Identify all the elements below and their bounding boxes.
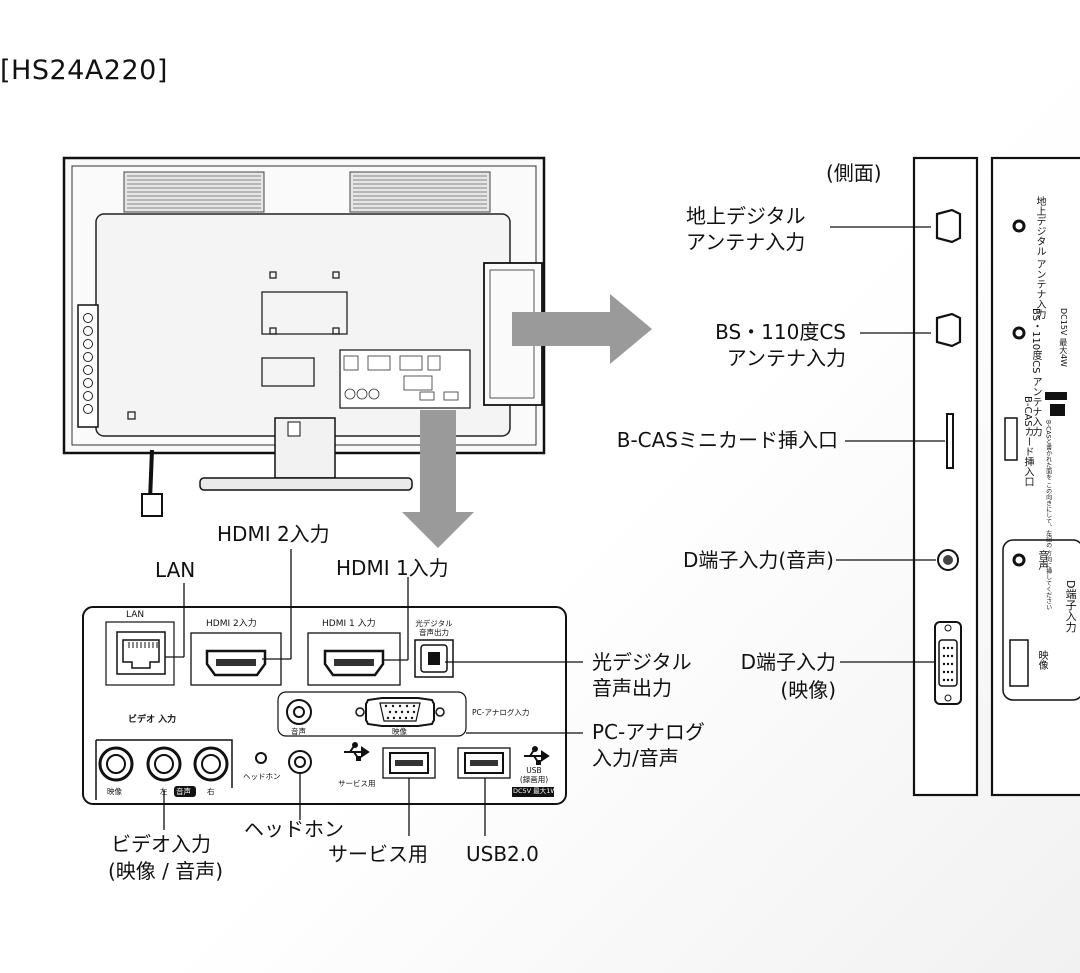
callout-optical-line1: 光デジタル: [592, 650, 692, 674]
callout-d-video-line2: (映像): [780, 678, 836, 702]
side-d-title: D端子入力: [1064, 580, 1077, 650]
panel-right-label: 右: [207, 787, 215, 796]
side-bs-label: BS・110度CS アンテナ入力: [1030, 308, 1041, 437]
side-bcas-note: B-CASと書かれた面を この向きにして、左記の 方向に挿してください: [1044, 420, 1052, 610]
side-terrestrial-label: 地上デジタル アンテナ入力: [1034, 196, 1045, 320]
callout-optical-line2: 音声出力: [592, 676, 672, 700]
panel-pc-analog-label: PC-アナログ入力: [472, 708, 530, 717]
model-number: [HS24A220]: [0, 55, 168, 86]
side-bcas-label: B-CASカード挿入口: [1022, 396, 1033, 487]
side-view-diagram: [912, 156, 1080, 797]
panel-lan-label: LAN: [126, 610, 145, 620]
side-onsei-label: 音声: [1036, 550, 1047, 570]
callout-lan: LAN: [155, 558, 196, 582]
usb-icon: [524, 746, 550, 765]
leader-lines: [163, 226, 945, 836]
rca-video-jack: [98, 746, 134, 782]
connector-panel: [82, 606, 567, 805]
pointer-arrows: [402, 294, 652, 548]
callout-hdmi1: HDMI 1入力: [336, 556, 449, 580]
panel-video-in-title: ビデオ 入力: [128, 715, 177, 725]
side-bs-dc-label: DC15V 最大4W: [1058, 308, 1068, 367]
lan-port: [116, 631, 166, 675]
vga-port: [355, 697, 445, 727]
usb-service-port: [382, 747, 436, 779]
callout-hdmi2: HDMI 2入力: [217, 522, 330, 546]
rca-audio-right-jack: [193, 746, 229, 782]
callout-usb: USB2.0: [466, 842, 539, 866]
panel-hdmi1-label: HDMI 1 入力: [322, 619, 376, 629]
callout-pc-line1: PC-アナログ: [592, 720, 705, 744]
panel-service-label: サービス用: [338, 779, 376, 788]
panel-dc-label: DC5V 最大1W: [513, 787, 557, 795]
panel-usb-label-1: USB: [526, 766, 542, 775]
vent-slots: [127, 175, 487, 209]
side-eizo-label: 映像: [1036, 650, 1047, 670]
callout-d-video-line1: D端子入力: [740, 650, 836, 674]
callout-headphone: ヘッドホン: [244, 817, 344, 841]
panel-usb-label-2: (録画用): [519, 775, 549, 784]
panel-hdmi2-label: HDMI 2入力: [206, 619, 257, 629]
callout-bs-line1: BS・110度CS: [715, 320, 846, 344]
arrow-right: [512, 294, 652, 364]
bs-antenna-port: [935, 312, 962, 348]
tv-rear-illustration: [62, 156, 546, 517]
headphone-icon: [255, 752, 267, 764]
arrow-down: [402, 410, 474, 548]
callout-d-audio: D端子入力(音声): [682, 548, 834, 572]
panel-onsei-label: 音声: [176, 787, 191, 796]
callout-bcas: B-CASミニカード挿入口: [616, 428, 838, 452]
panel-eizo-label: 映像: [107, 787, 122, 796]
panel-headphone-label: ヘッドホン: [243, 772, 281, 781]
rca-audio-left-jack: [146, 746, 182, 782]
callout-bs-line2: アンテナ入力: [726, 346, 846, 370]
usb-record-port: [457, 747, 511, 779]
panel-optical-label-1: 光デジタル: [415, 619, 453, 628]
terrestrial-antenna-port: [935, 208, 962, 244]
panel-audio-label: 音声: [291, 727, 306, 736]
side-view-title: (側面): [826, 161, 882, 185]
usb-icon: [344, 742, 370, 761]
callout-terrestrial-line1: 地上デジタル: [686, 204, 806, 228]
bcas-slot: [946, 413, 954, 469]
callout-video-line2: (映像 / 音声): [108, 859, 224, 883]
callout-terrestrial-line2: アンテナ入力: [686, 230, 806, 254]
callout-pc-line2: 入力/音声: [592, 746, 679, 770]
callout-video-line1: ビデオ入力: [111, 832, 211, 856]
optical-port: [414, 639, 454, 678]
panel-video-label: 映像: [392, 727, 407, 736]
callout-service: サービス用: [328, 842, 428, 866]
panel-optical-label-2: 音声出力: [419, 628, 449, 637]
panel-left-label: 左: [160, 787, 168, 796]
